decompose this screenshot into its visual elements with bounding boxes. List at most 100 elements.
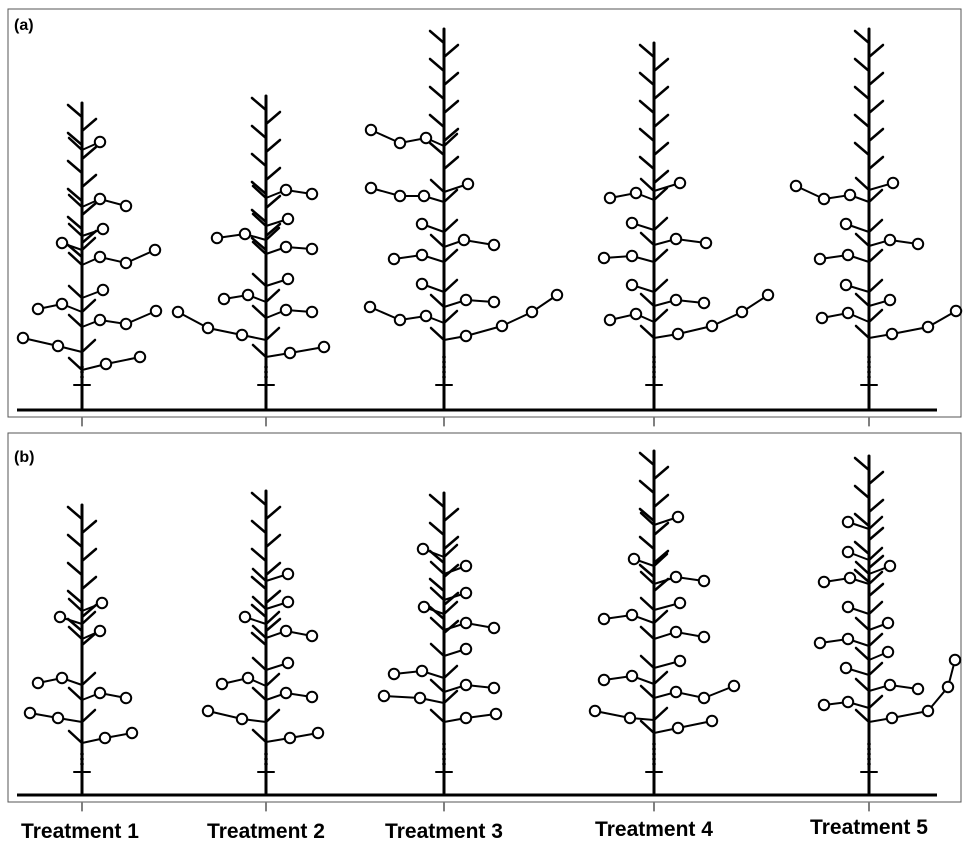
stem-node-dot	[867, 365, 871, 369]
leaf-stroke	[867, 127, 885, 143]
leaf-stroke	[264, 672, 281, 688]
fruit-node	[841, 515, 855, 529]
stem-node-dot	[442, 360, 446, 364]
fruit-node	[839, 278, 853, 292]
plant-5	[789, 27, 963, 427]
fruit-node	[279, 303, 293, 317]
fruit-node	[459, 293, 473, 307]
fruit-node	[673, 654, 687, 668]
leaf-stroke	[442, 71, 460, 87]
leaf-stroke	[251, 343, 268, 359]
stem-node-dot	[442, 355, 446, 359]
leaf-stroke	[264, 226, 281, 242]
leaf-stroke	[80, 519, 98, 535]
fruit-node	[669, 570, 683, 584]
fruit-node	[697, 691, 711, 705]
leaf-stroke	[250, 152, 268, 168]
leaf-stroke	[250, 180, 268, 196]
leaf-stroke	[80, 201, 98, 217]
leaf-stroke	[639, 719, 656, 735]
leaf-stroke	[652, 706, 669, 722]
stem-node-dot	[652, 742, 656, 746]
fruit-node	[881, 616, 895, 630]
fruit-node	[419, 131, 433, 145]
fruit-node	[283, 346, 297, 360]
fruit-node	[119, 691, 133, 705]
leaf-stroke	[251, 184, 268, 200]
stem-node-dot	[867, 757, 871, 761]
leaf-stroke	[428, 521, 446, 537]
stem-node-dot	[867, 762, 871, 766]
leaf-stroke	[264, 326, 281, 342]
leaf-stroke	[652, 308, 669, 324]
leaf-stroke	[638, 99, 656, 115]
fruit-node	[697, 296, 711, 310]
fruit-node	[217, 292, 231, 306]
leaf-stroke	[867, 308, 884, 324]
fruit-node	[459, 616, 473, 630]
fruit-node	[53, 610, 67, 624]
leaf-stroke	[638, 535, 656, 551]
leaf-stroke	[442, 543, 459, 559]
leaf-stroke	[442, 309, 459, 325]
leaf-stroke	[853, 141, 871, 157]
fruit-node	[55, 297, 69, 311]
leaf-stroke	[652, 113, 670, 129]
fruit-node	[281, 272, 295, 286]
fruit-node	[93, 250, 107, 264]
fruit-node	[201, 321, 215, 335]
leaf-stroke	[66, 589, 84, 605]
fruit-node	[813, 252, 827, 266]
fruit-node	[93, 686, 107, 700]
fruit-node	[487, 238, 501, 252]
leaf-stroke	[638, 71, 656, 87]
leaf-stroke	[251, 595, 268, 611]
leaf-stroke	[867, 99, 885, 115]
fruit-node	[377, 689, 391, 703]
leaf-stroke	[442, 43, 460, 59]
fruit-node	[201, 704, 215, 718]
leaf-stroke	[251, 728, 268, 744]
leaf-stroke	[264, 561, 282, 577]
leaf-stroke	[67, 625, 84, 641]
stem-node-dot	[867, 355, 871, 359]
fruit-node	[281, 212, 295, 226]
fruit-node	[813, 636, 827, 650]
leaf-stroke	[80, 671, 97, 687]
leaf-stroke	[639, 684, 656, 700]
fruiting-branch	[370, 129, 445, 147]
stem-node-dot	[652, 370, 656, 374]
panel-label-b: (b)	[14, 449, 34, 466]
plant-7	[201, 489, 325, 812]
leaf-stroke	[442, 132, 459, 148]
leaf-stroke	[80, 117, 98, 133]
fruit-node	[671, 510, 685, 524]
leaf-stroke	[250, 124, 268, 140]
fruit-node	[23, 706, 37, 720]
leaf-stroke	[251, 656, 268, 672]
leaf-stroke	[250, 208, 268, 224]
leaf-stroke	[264, 138, 282, 154]
leaf-stroke	[80, 547, 98, 563]
fruit-node	[911, 682, 925, 696]
plant-3	[363, 27, 564, 427]
leaf-stroke	[853, 456, 871, 472]
fruit-node	[419, 309, 433, 323]
leaf-stroke	[67, 251, 84, 267]
leaf-stroke	[251, 212, 268, 228]
leaf-stroke	[67, 597, 84, 613]
fruit-node	[416, 542, 430, 556]
leaf-stroke	[853, 568, 871, 584]
leaf-stroke	[250, 575, 268, 591]
leaf-stroke	[854, 677, 871, 693]
fruit-node	[417, 600, 431, 614]
fruit-node	[727, 679, 741, 693]
leaf-stroke	[251, 240, 268, 256]
stem-node-dot	[442, 370, 446, 374]
fruit-node	[93, 192, 107, 206]
fruit-node	[461, 177, 475, 191]
leaf-stroke	[639, 596, 656, 612]
leaf-stroke	[429, 642, 446, 658]
leaf-stroke	[652, 521, 670, 537]
plant-1	[16, 101, 163, 427]
